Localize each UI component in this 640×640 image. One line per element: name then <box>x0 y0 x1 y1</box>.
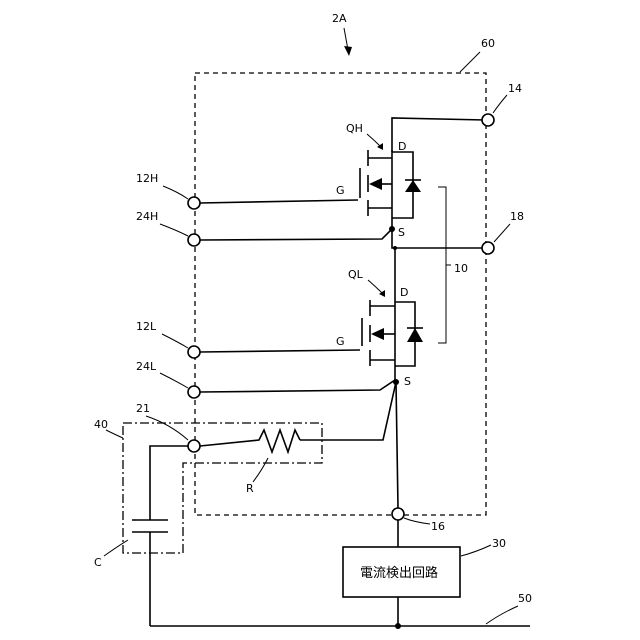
filter-group-boundary <box>123 423 322 553</box>
terminal-24l <box>188 386 200 398</box>
terminal-16 <box>392 508 404 520</box>
terminal-18-label: 18 <box>510 210 524 223</box>
terminal-12l <box>188 346 200 358</box>
qh-drain-label: D <box>398 140 406 153</box>
module-boundary <box>195 73 486 515</box>
terminal-12l-label: 12L <box>136 320 157 333</box>
gate-wire-12h <box>200 200 358 203</box>
terminal-16-label: 16 <box>431 520 445 533</box>
switch-group-bracket <box>438 187 446 343</box>
terminal-12h-label: 12H <box>136 172 158 185</box>
module-ref-label: 60 <box>481 37 495 50</box>
transistor-qh: QH D G S <box>336 122 421 239</box>
terminal-21-label: 21 <box>136 402 150 415</box>
capacitor-label: C <box>94 556 102 569</box>
kelvin-wire-24h <box>200 229 392 240</box>
qh-source-label: S <box>398 226 405 239</box>
figure-ref-arrow <box>344 28 352 56</box>
terminal-14-label: 14 <box>508 82 522 95</box>
current-sense-ref: 30 <box>492 537 506 550</box>
source-node-high <box>389 226 395 232</box>
terminal-14 <box>482 114 494 126</box>
capacitor-wire <box>150 446 188 520</box>
terminal-24h-label: 24H <box>136 210 158 223</box>
filter-group-label: 40 <box>94 418 108 431</box>
resistor-label: R <box>246 482 254 495</box>
terminal-18 <box>482 242 494 254</box>
transistor-ql: QL D G S <box>336 268 423 388</box>
switch-group-label: 10 <box>454 262 468 275</box>
qh-gate-label: G <box>336 184 345 197</box>
module-leader <box>460 52 480 72</box>
terminal-24l-label: 24L <box>136 360 157 373</box>
ql-drain-label: D <box>400 286 408 299</box>
ql-source-label: S <box>404 375 411 388</box>
gate-wire-12l <box>200 350 360 352</box>
kelvin-wire-24l <box>200 380 395 392</box>
qh-name-label: QH <box>346 122 363 135</box>
ql-name-label: QL <box>348 268 364 281</box>
resistor-r <box>200 430 300 452</box>
midpoint-wire <box>392 220 482 248</box>
terminal-21 <box>188 440 200 452</box>
figure-ref-label: 2A <box>332 12 347 25</box>
ql-gate-label: G <box>336 335 345 348</box>
terminal-24h <box>188 234 200 246</box>
ground-node <box>395 623 401 629</box>
terminal-12h <box>188 197 200 209</box>
ground-line-ref: 50 <box>518 592 532 605</box>
current-sense-label: 電流検出回路 <box>360 565 438 581</box>
